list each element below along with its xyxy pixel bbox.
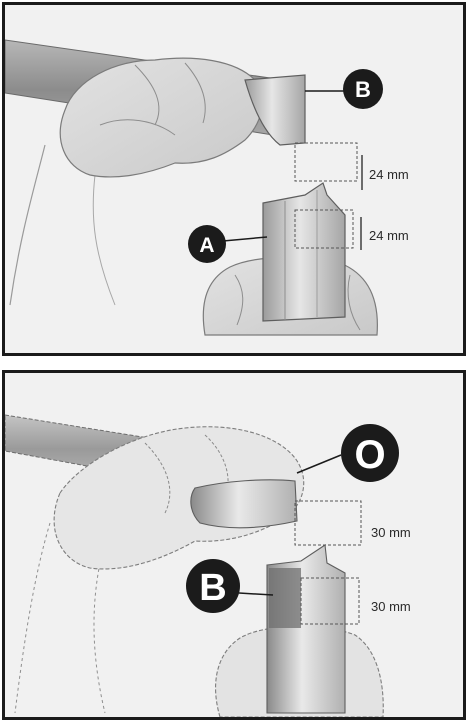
callout-b-label: B <box>355 77 371 102</box>
callout-b-badge: B <box>186 559 240 613</box>
callout-a-badge: A <box>188 225 226 263</box>
callout-b-badge: B <box>343 69 383 109</box>
bottom-illustration: O B 30 mm 30 mm <box>5 414 411 717</box>
upper-glove <box>59 57 264 178</box>
arm-outline <box>9 144 46 306</box>
top-illustration-panel: B A 24 mm 24 mm <box>2 2 466 356</box>
electrode-b-tip <box>244 74 306 146</box>
callout-a-label: A <box>199 234 214 257</box>
dashed-extension-lower <box>300 577 360 625</box>
arm-outline <box>14 522 51 714</box>
bottom-illustration-panel: O B 30 mm 30 mm <box>2 370 466 720</box>
electrode-a-body <box>262 182 346 322</box>
dimension-label-lower: 24 mm <box>369 228 409 243</box>
dashed-extension-upper <box>294 500 362 546</box>
callout-b-label: B <box>199 567 226 609</box>
dimension-label-upper: 24 mm <box>369 167 409 182</box>
dimension-label-upper: 30 mm <box>371 525 411 540</box>
callout-o-badge: O <box>341 424 399 482</box>
dashed-extension-upper <box>294 142 358 182</box>
top-illustration: B A 24 mm 24 mm <box>5 39 409 336</box>
electrode-o-tip <box>190 479 298 529</box>
dimension-label-lower: 30 mm <box>371 599 411 614</box>
callout-o-label: O <box>354 433 385 477</box>
dashed-extension-lower <box>294 209 354 249</box>
